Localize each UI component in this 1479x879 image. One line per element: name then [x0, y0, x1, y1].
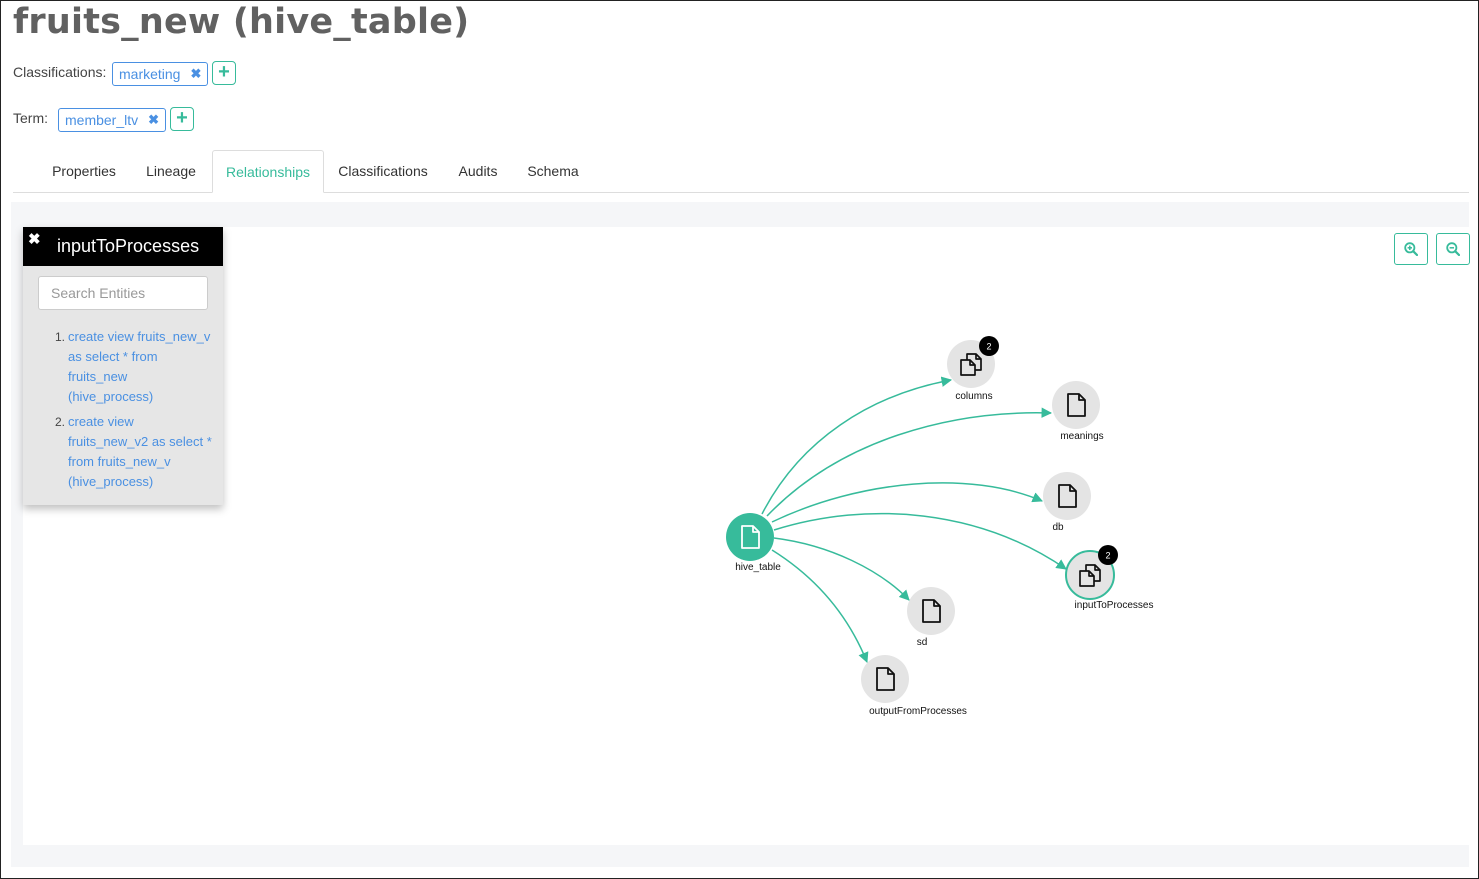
count-badge	[1098, 545, 1118, 565]
file-icon	[741, 525, 760, 549]
graph-node-label: columns	[955, 391, 992, 402]
relation-side-panel: ✖ inputToProcesses 1. create view fruits…	[23, 227, 223, 505]
add-classification-button[interactable]: +	[212, 61, 236, 85]
tab-audits[interactable]: Audits	[458, 163, 498, 179]
search-entities-input[interactable]	[38, 276, 208, 310]
zoom-out-icon	[1446, 242, 1460, 256]
count-badge	[979, 336, 999, 356]
graph-node-label: sd	[917, 637, 928, 648]
close-icon[interactable]: ✖	[28, 231, 41, 248]
count-badge-label: 2	[1105, 551, 1110, 561]
graph-node-label: db	[1052, 522, 1064, 533]
graph-node-hive-table[interactable]: hive_table	[726, 513, 781, 573]
list-item: 2. create view fruits_new_v2 as select *…	[55, 412, 215, 492]
relationship-graph-container: hive_table 2 columns meanings db	[11, 202, 1469, 867]
remove-term-icon[interactable]: ✖	[148, 112, 160, 127]
page-title: fruits_new (hive_table)	[13, 2, 470, 42]
graph-node-sd[interactable]: sd	[907, 587, 955, 648]
graph-node-outputFromProcesses[interactable]: outputFromProcesses	[861, 655, 967, 717]
edge-meanings	[766, 407, 1053, 517]
term-tag[interactable]: member_ltv ✖	[58, 108, 167, 132]
list-item-number: 1.	[55, 330, 66, 344]
tab-schema[interactable]: Schema	[527, 163, 579, 179]
zoom-in-icon	[1404, 242, 1418, 256]
tab-classifications[interactable]: Classifications	[338, 163, 428, 179]
entity-link[interactable]: create view fruits_new_v2 as select * fr…	[68, 414, 212, 489]
count-badge-label: 2	[986, 342, 991, 352]
edge-db	[771, 482, 1043, 523]
entity-list: 1. create view fruits_new_v as select * …	[55, 327, 215, 497]
classification-tag[interactable]: marketing ✖	[112, 62, 209, 86]
graph-node-db[interactable]: db	[1043, 472, 1091, 533]
add-term-button[interactable]: +	[170, 107, 194, 131]
tab-lineage[interactable]: Lineage	[146, 163, 196, 179]
term-tag-label: member_ltv	[65, 112, 139, 128]
side-panel-header: ✖ inputToProcesses	[23, 227, 223, 266]
classification-tag-label: marketing	[119, 66, 181, 82]
graph-node-meanings[interactable]: meanings	[1052, 381, 1104, 442]
relationship-graph[interactable]: hive_table 2 columns meanings db	[23, 227, 1469, 845]
list-item: 1. create view fruits_new_v as select * …	[55, 327, 215, 407]
list-item-number: 2.	[55, 415, 66, 429]
graph-node-label: outputFromProcesses	[869, 706, 967, 717]
relationship-graph-canvas[interactable]: hive_table 2 columns meanings db	[23, 227, 1469, 845]
graph-node-inputToProcesses[interactable]: 2 inputToProcesses	[1065, 545, 1154, 611]
side-panel-title: inputToProcesses	[57, 236, 200, 256]
graph-node-label: meanings	[1060, 431, 1103, 442]
tab-relationships[interactable]: Relationships	[212, 150, 324, 193]
graph-node-label: inputToProcesses	[1075, 600, 1154, 611]
edge-outputFromProcesses	[771, 549, 869, 663]
zoom-out-button[interactable]	[1436, 233, 1470, 265]
graph-node-columns[interactable]: 2 columns	[947, 336, 999, 402]
tab-bar: Properties Lineage Relationships Classif…	[13, 150, 1469, 193]
tab-properties[interactable]: Properties	[52, 163, 116, 179]
edge-columns	[761, 376, 953, 515]
remove-classification-icon[interactable]: ✖	[190, 66, 202, 81]
entity-link[interactable]: create view fruits_new_v as select * fro…	[68, 329, 211, 404]
classifications-label: Classifications:	[13, 64, 107, 80]
graph-node-label: hive_table	[735, 562, 781, 573]
edge-sd	[773, 537, 910, 601]
term-label: Term:	[13, 110, 48, 126]
edge-inputToProcesses	[773, 512, 1067, 570]
zoom-in-button[interactable]	[1394, 233, 1428, 265]
